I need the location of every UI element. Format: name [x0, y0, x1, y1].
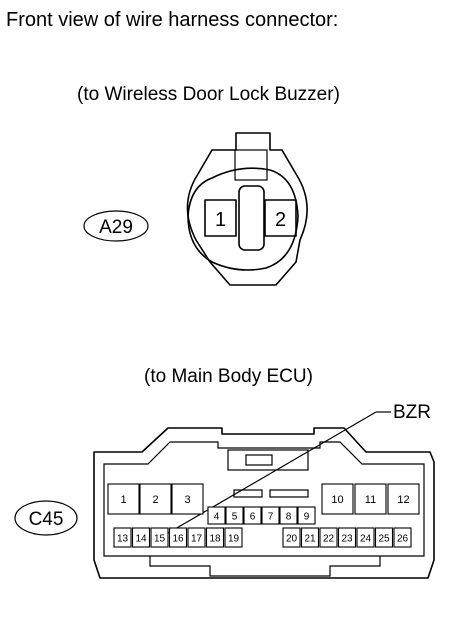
- pin-label: 16: [172, 534, 184, 545]
- pin-label: 19: [228, 534, 240, 545]
- pin-cavity: [150, 527, 169, 548]
- pin-label: 10: [331, 494, 343, 506]
- connector-a-id-badge: A29: [83, 210, 149, 242]
- pin-label: 1: [215, 209, 226, 231]
- pin-cavity: [393, 527, 412, 548]
- pin-cavity: [319, 527, 338, 548]
- pin-cavity: [300, 527, 320, 548]
- connector-a-face: [187, 167, 299, 271]
- pin-label: 9: [304, 512, 310, 523]
- diagram-heading: Front view of wire harness connector:: [6, 9, 338, 31]
- connector-a-divider: [238, 185, 265, 251]
- callout-label: BZR: [393, 402, 431, 423]
- pin-label: 24: [360, 534, 372, 545]
- connector-c-housing: [93, 427, 435, 579]
- pin-label: 23: [341, 534, 353, 545]
- pin-label: 15: [154, 534, 166, 545]
- pin-cavity: [356, 527, 375, 548]
- pin-cavity: [225, 506, 244, 525]
- pin-cavity: [187, 527, 206, 548]
- pin-cavity: [139, 483, 172, 515]
- connector-a29: 1 2: [186, 132, 308, 286]
- pin-cavity: [171, 483, 204, 515]
- pin-label: 2: [152, 494, 158, 506]
- pin-cavity: [243, 506, 262, 525]
- pin-label: 17: [191, 534, 203, 545]
- pin-label: 13: [117, 534, 129, 545]
- pin-label: 6: [250, 512, 256, 523]
- pin-cavity: [207, 506, 226, 525]
- pin-cavity: [131, 527, 151, 548]
- pin-label: 25: [378, 534, 390, 545]
- pin-label: 20: [286, 534, 298, 545]
- pin-cavity: [282, 527, 301, 548]
- pin-label: 5: [232, 512, 238, 523]
- connector-c-foot: [149, 556, 381, 577]
- pin-label: 1: [120, 494, 126, 506]
- pin-label: 11: [365, 494, 376, 506]
- pin-label: 14: [135, 534, 147, 545]
- pin-cavity: [354, 483, 387, 515]
- pin-cavity: [168, 527, 188, 548]
- pin-cavity: [224, 527, 243, 548]
- pin-label: 21: [304, 534, 316, 545]
- pin-label: 2: [275, 209, 286, 231]
- connector-c-caption: (to Main Body ECU): [144, 366, 313, 387]
- connector-c-key: [269, 489, 309, 498]
- pin-cavity: [374, 527, 394, 548]
- connector-a-id: A29: [99, 217, 133, 238]
- callout-leader: [162, 411, 377, 537]
- connector-a-housing: [186, 132, 308, 286]
- pin-cavity: [261, 506, 280, 525]
- pin-label: 4: [214, 512, 220, 523]
- pin-label: 18: [209, 534, 221, 545]
- connector-c-id: C45: [29, 509, 64, 530]
- pin-cavity: [107, 483, 140, 515]
- pin-cavity: [297, 506, 316, 525]
- pin-label: 8: [286, 512, 292, 523]
- pin-label: 7: [268, 512, 274, 523]
- connector-c-latch: [227, 449, 309, 471]
- connector-a-caption: (to Wireless Door Lock Buzzer): [77, 84, 340, 105]
- connector-c-face: [103, 441, 425, 557]
- pin-cavity: [279, 506, 298, 525]
- connector-c-id-badge: C45: [14, 500, 78, 536]
- connector-a-latch: [234, 149, 268, 181]
- pin-label: 22: [323, 534, 335, 545]
- pin-cavity: [337, 527, 357, 548]
- pin-cavity: [321, 483, 354, 515]
- pin-label: 3: [184, 494, 190, 506]
- connector-c-latch-tab: [245, 454, 273, 466]
- pin-cavity: [204, 199, 237, 237]
- connector-c-key: [233, 489, 263, 498]
- pin-cavity: [205, 527, 225, 548]
- pin-label: 12: [397, 494, 409, 506]
- pin-cavity: [387, 483, 420, 515]
- pin-cavity: [264, 199, 297, 237]
- pin-cavity: [113, 527, 132, 548]
- pin-label: 26: [397, 534, 409, 545]
